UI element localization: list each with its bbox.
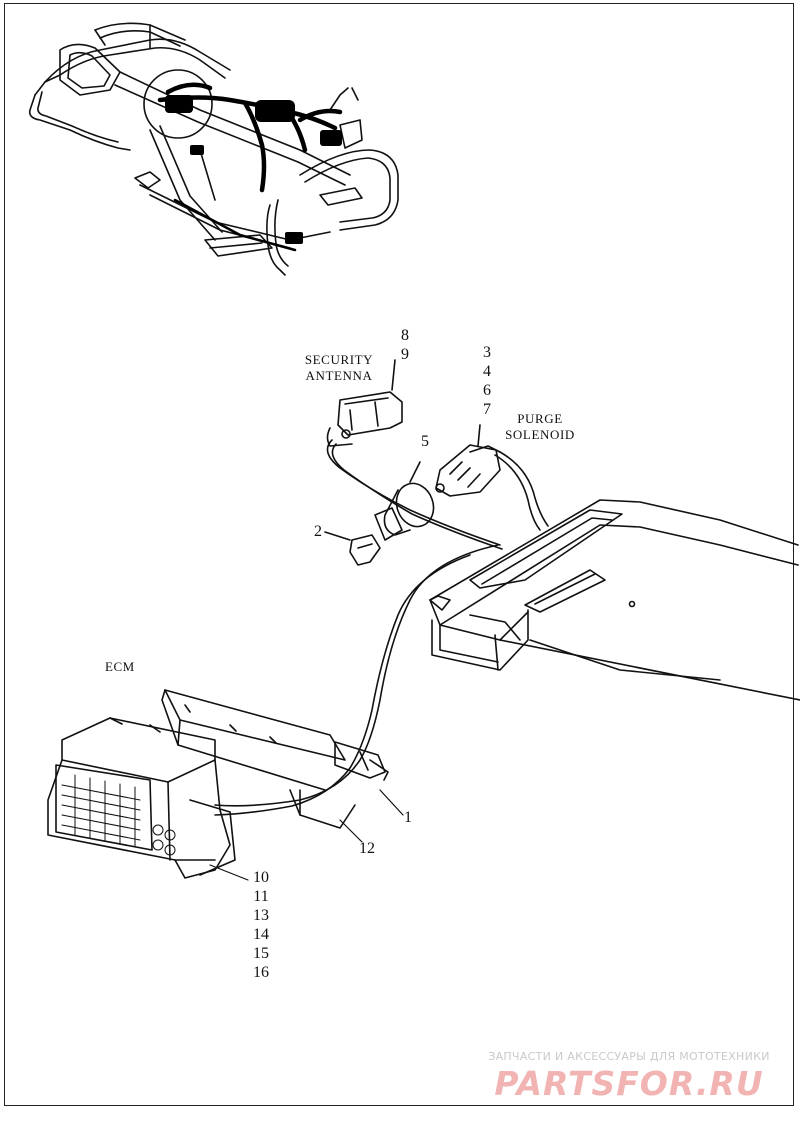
purge-solenoid-connector (435, 424, 501, 497)
security-antenna-label-line2: ANTENNA (305, 368, 373, 383)
callout-number: 12 (359, 840, 375, 857)
main-harness-edge (214, 554, 471, 816)
purge-solenoid-label-line2: SOLENOID (505, 427, 575, 442)
ecm-callouts: 10 11 13 14 15 16 (248, 868, 274, 982)
callout-number: 13 (253, 907, 269, 924)
callout-number: 1 (404, 809, 412, 826)
security-antenna-label: SECURITY ANTENNA (298, 352, 380, 384)
motorcycle-frame-overview (28, 22, 399, 276)
purge-wire (494, 454, 541, 531)
harness-overview-blobs (165, 95, 342, 244)
watermark-logo: PARTSFOR.RU (494, 1064, 764, 1103)
antenna-callouts: 8 9 (394, 326, 416, 364)
ecm-bracket (161, 689, 356, 829)
page-frame (4, 3, 794, 1106)
callout-number: 4 (483, 363, 491, 380)
callout-number: 8 (401, 327, 409, 344)
mounting-tray (429, 499, 800, 701)
callout-number: 9 (401, 346, 409, 363)
callout-2: 2 (308, 522, 328, 541)
callout-number: 15 (253, 945, 269, 962)
callout-number: 6 (483, 382, 491, 399)
purge-wire-2 (499, 451, 549, 527)
security-antenna-connector (326, 359, 403, 447)
security-antenna-label-line1: SECURITY (304, 352, 374, 367)
callout-1: 1 (398, 808, 418, 827)
relay-component (374, 461, 435, 541)
callout-number: 16 (253, 964, 269, 981)
callout-5: 5 (414, 432, 436, 451)
purge-solenoid-label-line1: PURGE (517, 411, 563, 426)
purge-solenoid-label: PURGE SOLENOID (500, 411, 580, 443)
callout-number: 14 (253, 926, 269, 943)
ecm-pin-grid (61, 774, 176, 856)
callout-number: 2 (314, 523, 322, 540)
callout-number: 11 (253, 888, 269, 905)
watermark: ЗАПЧАСТИ И АКСЕССУАРЫ ДЛЯ МОТОТЕХНИКИ PA… (470, 1050, 788, 1103)
ecm-label: ECM (105, 659, 135, 674)
callout-number: 7 (483, 401, 491, 418)
cable-clip (334, 741, 389, 781)
callout-12: 12 (354, 839, 380, 858)
purge-callouts: 3 4 6 7 (476, 343, 498, 419)
watermark-tagline: ЗАПЧАСТИ И АКСЕССУАРЫ ДЛЯ МОТОТЕХНИКИ (488, 1050, 770, 1063)
callout-number: 5 (421, 433, 429, 450)
terminal-connector (324, 531, 381, 566)
antenna-wire-2 (331, 443, 503, 550)
callout-number: 10 (253, 869, 269, 886)
callout-number: 3 (483, 344, 491, 361)
leader-lines (209, 789, 404, 881)
